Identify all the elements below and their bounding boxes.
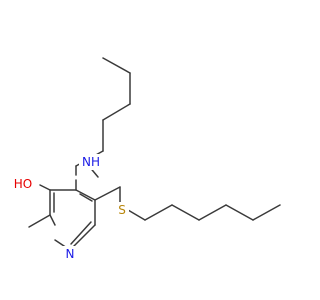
bond bbox=[28, 214, 51, 228]
hydroxyl-label: HO bbox=[14, 177, 32, 191]
bond bbox=[225, 204, 254, 221]
bond bbox=[252, 204, 281, 221]
sulfur-label: S bbox=[118, 203, 126, 217]
bond bbox=[39, 184, 51, 191]
bond bbox=[69, 224, 96, 251]
bond bbox=[198, 204, 227, 221]
bond bbox=[102, 57, 131, 74]
bond bbox=[127, 209, 146, 221]
nitrogen-amine-label: NH bbox=[82, 155, 100, 169]
bond bbox=[75, 189, 96, 201]
bond bbox=[171, 204, 200, 221]
pyridine-nitrogen-label: N bbox=[66, 247, 75, 261]
bond bbox=[144, 204, 173, 221]
bonds bbox=[28, 57, 281, 251]
bond bbox=[70, 221, 92, 245]
bond bbox=[49, 214, 56, 226]
atom-labels: NH S HO N bbox=[10, 154, 129, 262]
molecule-structure: NH S HO N bbox=[10, 57, 281, 262]
bond bbox=[94, 186, 121, 201]
bond bbox=[79, 193, 93, 202]
bond bbox=[102, 103, 131, 121]
